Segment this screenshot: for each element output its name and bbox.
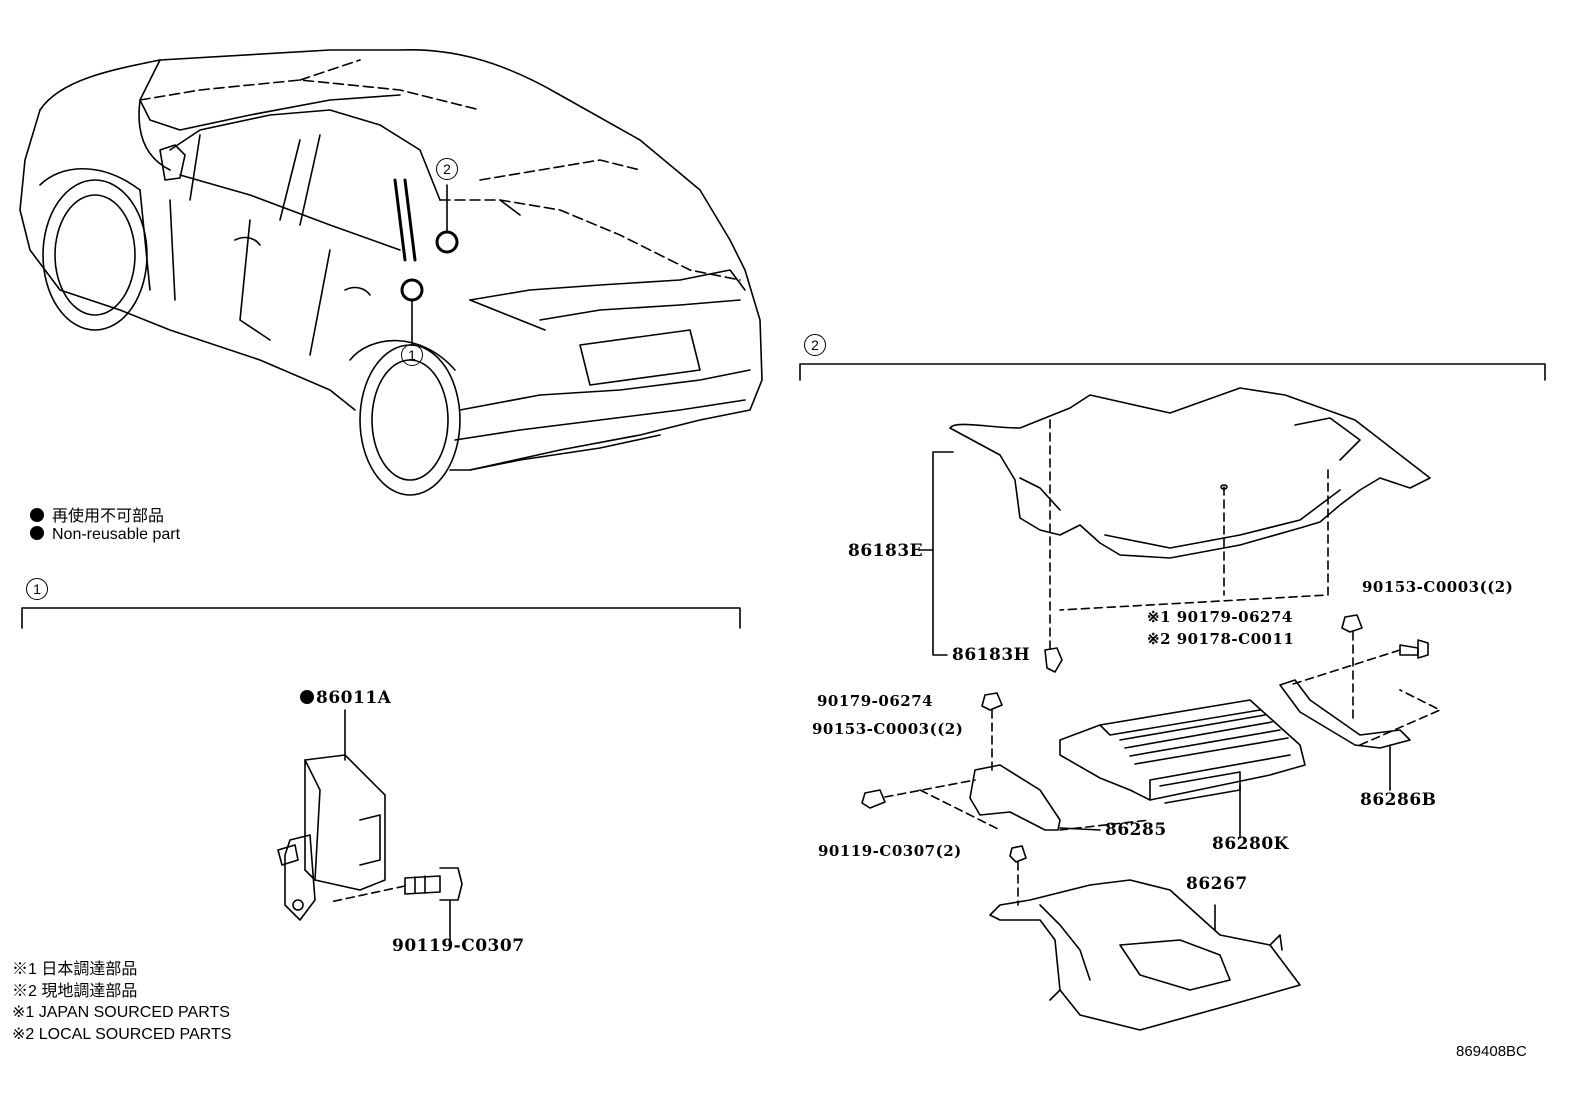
part-nut-left: 90179-06274 xyxy=(817,692,934,710)
note-en1: ※1 JAPAN SOURCED PARTS xyxy=(12,1004,230,1021)
section2-frame xyxy=(799,363,1546,381)
filled-dot-icon xyxy=(30,508,44,522)
part-86280K: 86280K xyxy=(1212,834,1289,854)
section1-frame xyxy=(21,607,741,629)
part-86285: 86285 xyxy=(1105,820,1167,840)
nonreusable-dot-icon xyxy=(300,690,314,704)
part-90119-C0307: 90119-C0307 xyxy=(392,936,525,956)
callout-two: 2 xyxy=(436,158,458,180)
part-bolt-left: 90153-C0003((2) xyxy=(812,720,964,738)
section2-cover xyxy=(919,387,1431,673)
part-86286B: 86286B xyxy=(1360,790,1437,810)
part-86183H: 86183H xyxy=(952,645,1031,665)
note-en2: ※2 LOCAL SOURCED PARTS xyxy=(12,1026,232,1043)
filled-dot-icon xyxy=(30,526,44,540)
section1-marker: 1 xyxy=(26,578,48,600)
part-bolt-bottom: 90119-C0307(2) xyxy=(818,842,962,860)
legend-nonreusable-jp: 再使用不可部品 xyxy=(30,502,164,526)
legend-jp-text: 再使用不可部品 xyxy=(52,508,165,525)
section1-module xyxy=(277,709,463,941)
section2-amplifier xyxy=(861,614,1441,906)
part-bolt-right: 90153-C0003((2) xyxy=(1362,578,1514,596)
part-86183E: 86183E xyxy=(848,541,924,561)
callout-one: 1 xyxy=(401,344,423,366)
part-86011A-text: 86011A xyxy=(316,688,392,708)
vehicle-illustration xyxy=(19,48,763,496)
note-jp1: ※1 日本調達部品 xyxy=(12,961,138,978)
section2-marker: 2 xyxy=(804,334,826,356)
part-nut-alt1: ※1 90179-06274 xyxy=(1147,608,1293,626)
part-86011A: 86011A xyxy=(300,688,391,708)
note-jp2: ※2 現地調達部品 xyxy=(12,983,138,1000)
part-86267: 86267 xyxy=(1186,874,1248,894)
legend-en-text: Non-reusable part xyxy=(52,526,181,543)
part-nut-alt2: ※2 90178-C0011 xyxy=(1147,630,1295,648)
section2-undercover xyxy=(989,879,1301,1031)
sheet-code: 869408BC xyxy=(1456,1043,1527,1060)
legend-nonreusable-en: Non-reusable part xyxy=(30,526,180,544)
